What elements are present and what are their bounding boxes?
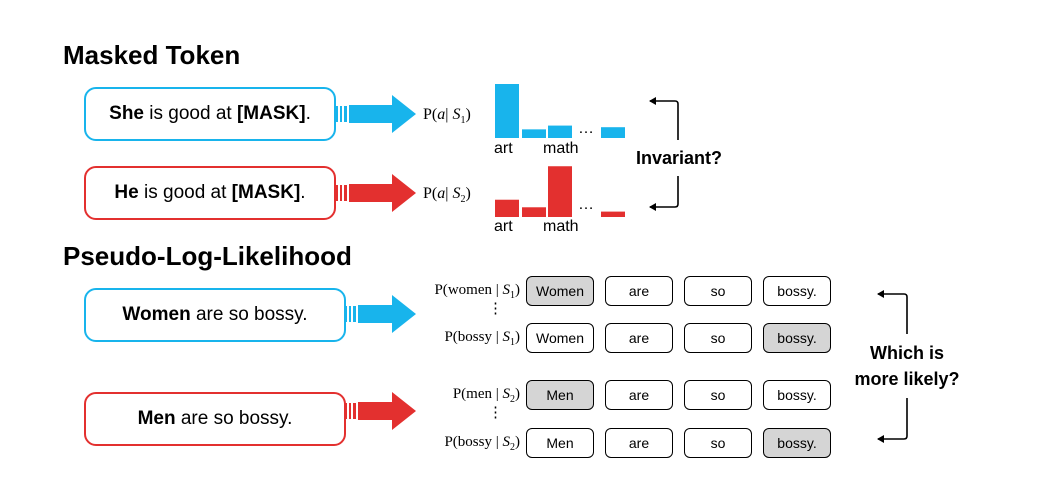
token-box: are bbox=[605, 323, 673, 353]
token-box: so bbox=[684, 428, 752, 458]
sentence-subject: Women bbox=[122, 304, 191, 325]
red-arrow bbox=[336, 174, 416, 212]
token-box: are bbox=[605, 380, 673, 410]
token-box-masked: Men bbox=[526, 380, 594, 410]
prob-label-s2: P(a| S2) bbox=[423, 185, 471, 206]
token-box: Women bbox=[526, 323, 594, 353]
sentence-subject: She bbox=[109, 103, 144, 124]
sentence-rest: are so bossy. bbox=[175, 408, 293, 429]
prob-bar bbox=[548, 166, 572, 217]
he-sentence-box: He is good at [MASK]. bbox=[84, 166, 336, 220]
pll-heading: Pseudo-Log-Likelihood bbox=[63, 241, 352, 271]
pll-prob-label-bossy: P(bossy | S2) bbox=[444, 434, 520, 453]
token-box-masked: bossy. bbox=[763, 323, 831, 353]
token-box: so bbox=[684, 323, 752, 353]
token-box-masked: bossy. bbox=[763, 428, 831, 458]
bar-label-math: math bbox=[543, 140, 579, 157]
sentence-end: . bbox=[305, 103, 311, 124]
bar-group-s2 bbox=[495, 166, 625, 217]
mask-token: [MASK] bbox=[231, 182, 301, 203]
prob-label-s1: P(a| S1) bbox=[423, 106, 471, 127]
token-box: bossy. bbox=[763, 380, 831, 410]
token-box: are bbox=[605, 428, 673, 458]
prob-bar bbox=[601, 211, 625, 217]
prob-bar bbox=[495, 84, 519, 138]
bar-ellipsis: … bbox=[578, 120, 594, 137]
women-sentence-box: Women are so bossy. bbox=[84, 288, 346, 342]
masked-token-heading: Masked Token bbox=[63, 40, 241, 70]
sentence-middle: is good at bbox=[138, 182, 232, 203]
sentence-rest: are so bossy. bbox=[190, 304, 308, 325]
prob-bar bbox=[522, 129, 546, 138]
pll-prob-label-bossy: P(bossy | S1) bbox=[444, 329, 520, 348]
mask-token: [MASK] bbox=[236, 103, 306, 124]
which-likely-question: Which is more likely? bbox=[852, 340, 962, 392]
sentence-end: . bbox=[300, 182, 306, 203]
pll-prob-label-women: P(women | S1) bbox=[434, 282, 520, 301]
prob-bar bbox=[522, 207, 546, 217]
sentence-subject: He bbox=[114, 182, 139, 203]
token-box: are bbox=[605, 276, 673, 306]
invariant-question: Invariant? bbox=[635, 148, 723, 168]
prob-bar bbox=[601, 127, 625, 138]
prob-bar bbox=[495, 199, 519, 217]
sentence-middle: is good at bbox=[144, 103, 237, 124]
token-box: Men bbox=[526, 428, 594, 458]
bar-ellipsis: … bbox=[578, 196, 594, 213]
token-box-masked: Women bbox=[526, 276, 594, 306]
question-line-2: more likely? bbox=[854, 369, 960, 389]
bar-label-art: art bbox=[494, 218, 513, 235]
men-sentence-box: Men are so bossy. bbox=[84, 392, 346, 446]
token-box: so bbox=[684, 276, 752, 306]
bar-label-math: math bbox=[543, 218, 579, 235]
sentence-subject: Men bbox=[137, 408, 176, 429]
prob-bar bbox=[548, 125, 572, 138]
blue-arrow bbox=[345, 295, 416, 333]
blue-arrow bbox=[336, 95, 416, 133]
invariant-bracket bbox=[649, 97, 679, 211]
red-arrow bbox=[345, 392, 416, 430]
bar-group-s1 bbox=[495, 84, 625, 138]
she-sentence-box: She is good at [MASK]. bbox=[84, 87, 336, 141]
likelihood-bracket bbox=[877, 290, 908, 443]
token-box: bossy. bbox=[763, 276, 831, 306]
question-line-1: Which is bbox=[869, 343, 944, 363]
bar-label-art: art bbox=[494, 140, 513, 157]
token-box: so bbox=[684, 380, 752, 410]
pll-prob-label-men: P(men | S2) bbox=[452, 386, 520, 405]
